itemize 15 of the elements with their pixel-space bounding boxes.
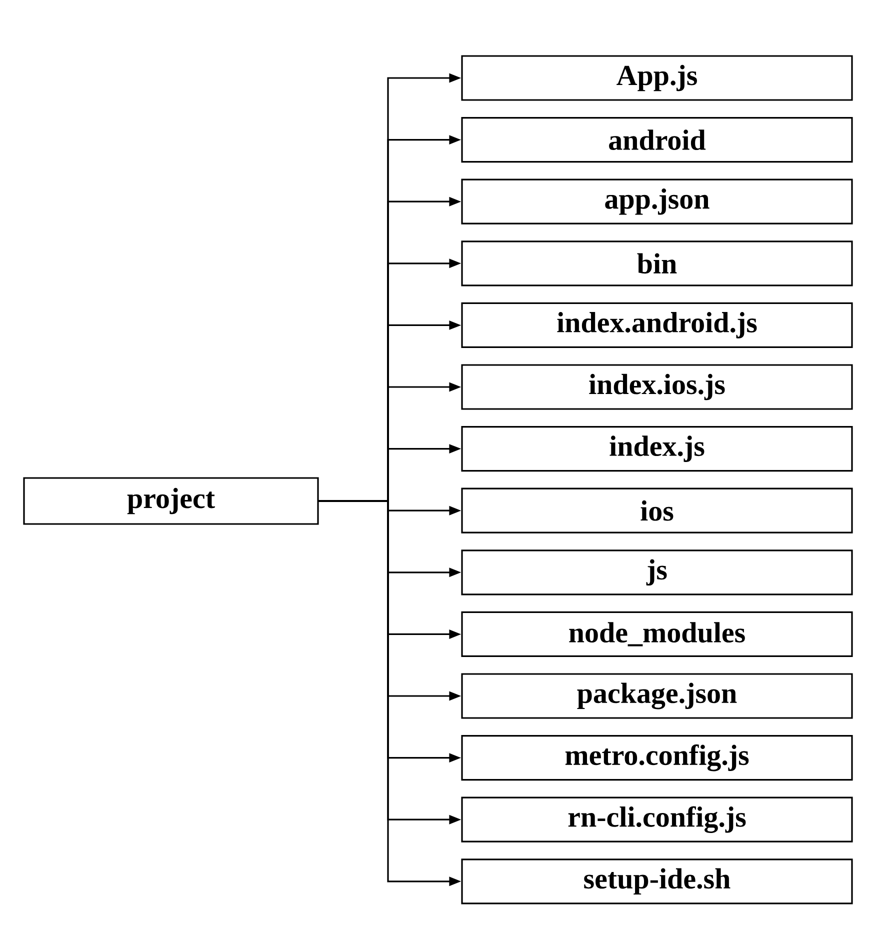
file-box: bin [461, 240, 853, 286]
file-box: node_modules [461, 611, 853, 657]
file-box: App.js [461, 55, 853, 101]
file-box: android [461, 117, 853, 163]
file-box: app.json [461, 178, 853, 224]
file-box: package.json [461, 673, 853, 719]
file-box: js [461, 550, 853, 596]
file-box: setup-ide.sh [461, 858, 853, 904]
file-box: index.android.js [461, 302, 853, 348]
file-box: ios [461, 488, 853, 534]
file-box: index.js [461, 426, 853, 472]
folder-box: project [23, 477, 319, 525]
file-box: rn-cli.config.js [461, 796, 853, 842]
file-box: index.ios.js [461, 364, 853, 410]
file-box: metro.config.js [461, 735, 853, 781]
